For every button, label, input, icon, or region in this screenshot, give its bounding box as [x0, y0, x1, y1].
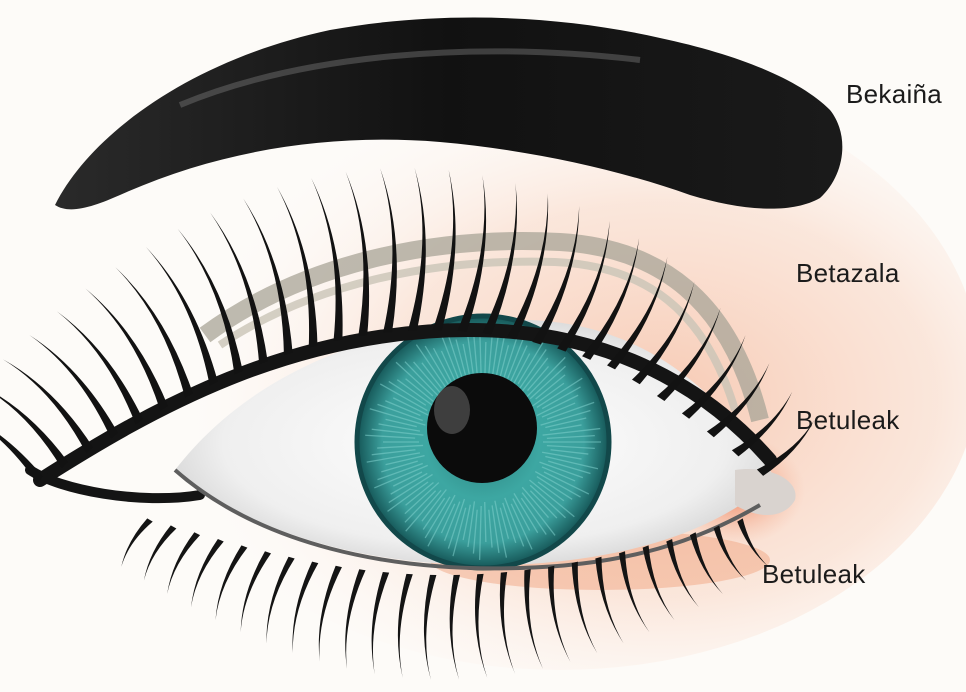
- label-upper-eyelashes: Betuleak: [796, 407, 900, 433]
- label-eyelid: Betazala: [796, 260, 900, 286]
- label-lower-eyelashes: Betuleak: [762, 561, 866, 587]
- pupil-highlight: [434, 386, 470, 434]
- label-eyebrow: Bekaiña: [846, 81, 942, 107]
